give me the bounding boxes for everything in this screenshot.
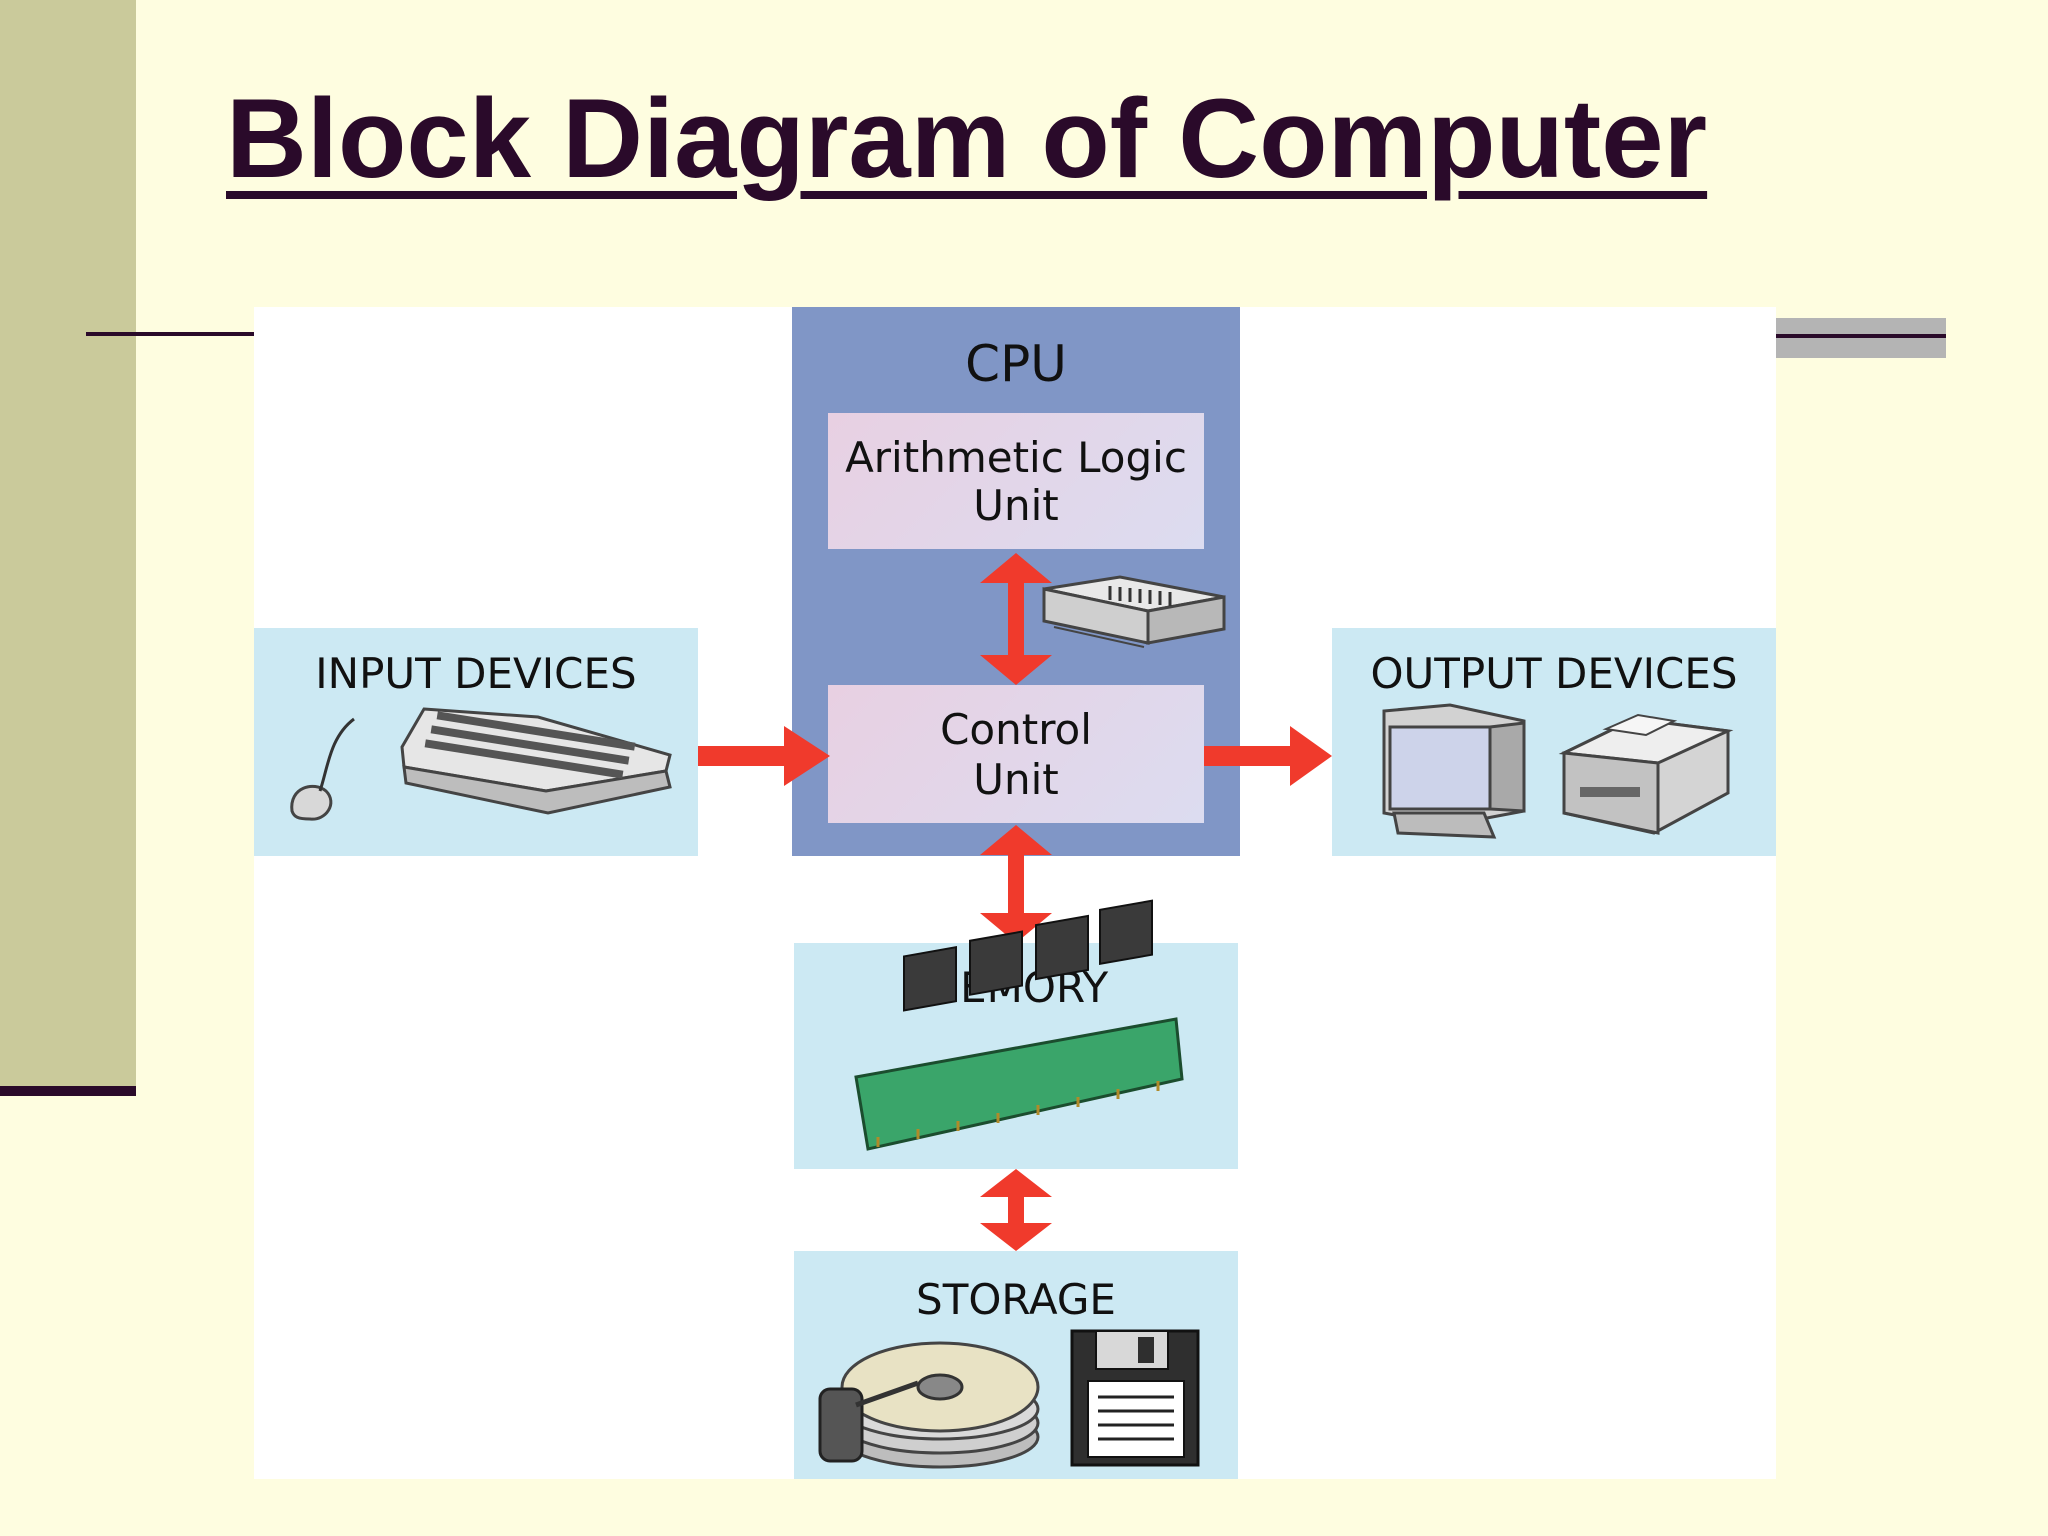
memory-label: MEMORY — [923, 963, 1109, 1012]
title-rule-left — [86, 332, 256, 336]
alu-box — [828, 413, 1204, 549]
left-accent-bar — [0, 0, 136, 1086]
alu-label-line2: Unit — [973, 481, 1059, 530]
title-rule-right — [1774, 334, 1946, 338]
output-devices-label: OUTPUT DEVICES — [1370, 649, 1738, 698]
storage-label: STORAGE — [916, 1275, 1116, 1324]
control-unit-label-line1: Control — [940, 705, 1092, 754]
alu-label-line1: Arithmetic Logic — [845, 433, 1187, 482]
title-rule-right-block — [1774, 318, 1946, 358]
control-unit-label-line2: Unit — [973, 755, 1059, 804]
block-diagram: CPU Arithmetic Logic Unit Control Unit I… — [254, 307, 1776, 1479]
left-accent-rule — [0, 1086, 136, 1096]
arrow-memory-storage — [980, 1169, 1052, 1251]
slide-title: Block Diagram of Computer — [226, 76, 1708, 201]
cpu-label: CPU — [965, 335, 1067, 393]
input-devices-label: INPUT DEVICES — [315, 649, 637, 698]
control-unit-box — [828, 685, 1204, 823]
